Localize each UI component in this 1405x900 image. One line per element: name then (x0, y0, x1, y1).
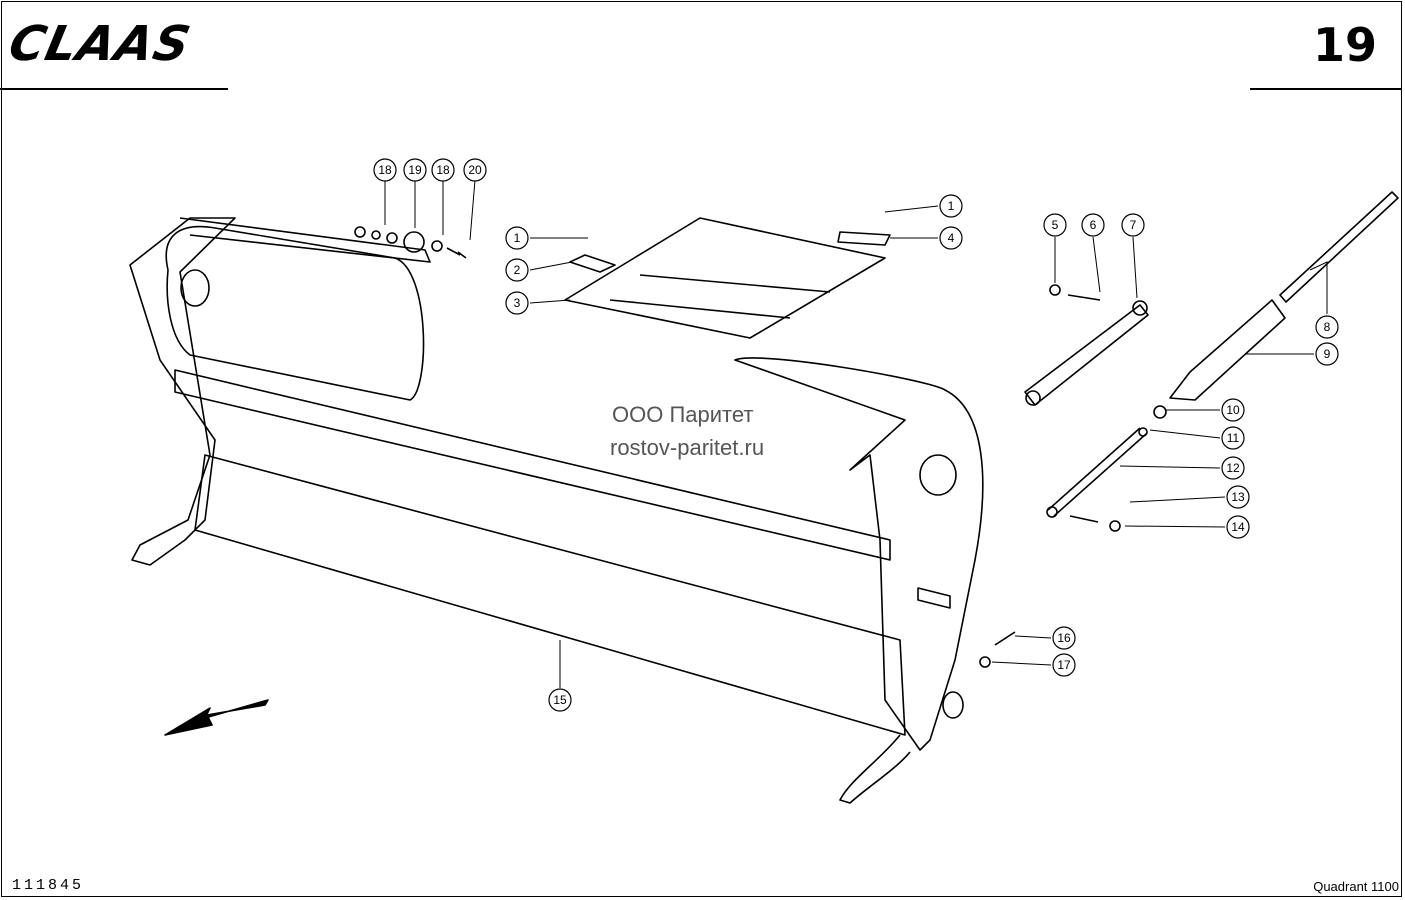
hinge-4 (837, 231, 891, 246)
svg-text:16: 16 (1057, 631, 1071, 645)
model-name: Quadrant 1100 (1313, 879, 1399, 894)
callout-15: 15 (548, 688, 572, 712)
callout-9: 9 (1315, 342, 1339, 366)
callout-14: 14 (1226, 515, 1250, 539)
svg-text:8: 8 (1324, 320, 1331, 334)
callout-1b: 1 (939, 194, 963, 218)
right-end-plate-hole (919, 454, 957, 496)
svg-text:2: 2 (514, 263, 521, 277)
svg-text:19: 19 (408, 163, 422, 177)
threaded-rod (1047, 427, 1147, 517)
svg-text:1: 1 (948, 199, 955, 213)
hood-left-side (129, 217, 236, 566)
svg-text:18: 18 (378, 163, 392, 177)
svg-text:4: 4 (948, 231, 955, 245)
svg-text:3: 3 (514, 296, 521, 310)
svg-text:17: 17 (1057, 658, 1071, 672)
svg-text:9: 9 (1324, 347, 1331, 361)
svg-text:20: 20 (468, 163, 482, 177)
right-shaft-stub (917, 587, 951, 609)
callout-19: 19 (403, 158, 427, 182)
top-cover-plate (564, 217, 886, 339)
callout-11: 11 (1221, 426, 1245, 450)
callout-6: 6 (1081, 213, 1105, 237)
svg-text:14: 14 (1231, 520, 1245, 534)
tension-rod (1279, 191, 1399, 303)
gas-strut (1024, 304, 1149, 406)
callout-8: 8 (1315, 315, 1339, 339)
callout-13: 13 (1226, 485, 1250, 509)
svg-text:5: 5 (1052, 218, 1059, 232)
page-number: 19 (1312, 18, 1377, 72)
right-bearing (942, 691, 964, 719)
hood-right-end-plate (734, 357, 984, 751)
svg-text:11: 11 (1227, 431, 1240, 445)
svg-text:13: 13 (1231, 490, 1245, 504)
callout-12: 12 (1221, 456, 1245, 480)
callout-16: 16 (1052, 626, 1076, 650)
page-number-rule (1250, 88, 1402, 90)
svg-text:1: 1 (514, 231, 521, 245)
callout-18a: 18 (373, 158, 397, 182)
svg-text:12: 12 (1226, 461, 1240, 475)
watermark: ООО Паритет rostov-paritet.ru (610, 398, 852, 464)
svg-text:6: 6 (1090, 218, 1097, 232)
rear-drum-hole (180, 269, 210, 307)
svg-text:15: 15 (553, 693, 567, 707)
drawing-number: 111845 (12, 877, 85, 894)
callout-1a: 1 (505, 226, 529, 250)
callout-7: 7 (1121, 213, 1145, 237)
brand-rule (0, 88, 228, 90)
hood-top-rail (179, 217, 431, 263)
rear-drum (165, 225, 425, 401)
svg-text:7: 7 (1130, 218, 1137, 232)
svg-text:10: 10 (1226, 403, 1240, 417)
watermark-company: ООО Паритет (612, 402, 754, 427)
compression-spring (1169, 299, 1286, 401)
direction-arrow (164, 699, 269, 736)
right-skid (839, 734, 911, 804)
lower-tine-row (194, 454, 906, 736)
callouts: 18 19 18 20 1 2 3 1 4 5 6 7 8 9 10 11 12… (373, 158, 1339, 712)
callout-3: 3 (505, 291, 529, 315)
svg-text:18: 18 (436, 163, 450, 177)
upper-tine-row (174, 369, 891, 561)
bracket-2 (569, 254, 616, 273)
callout-17: 17 (1052, 653, 1076, 677)
callout-2: 2 (505, 258, 529, 282)
callout-18b: 18 (431, 158, 455, 182)
callout-4: 4 (939, 226, 963, 250)
callout-10: 10 (1221, 398, 1245, 422)
callout-20: 20 (463, 158, 487, 182)
watermark-website: rostov-paritet.ru (610, 435, 765, 460)
callout-5: 5 (1043, 213, 1067, 237)
